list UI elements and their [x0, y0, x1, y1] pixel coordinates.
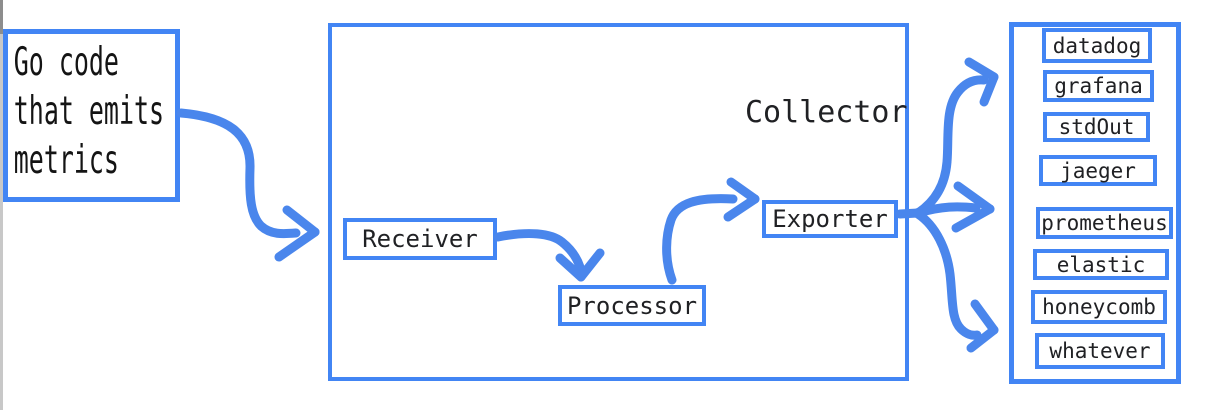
receiver-box: Receiver	[343, 218, 497, 260]
output-label: prometheus	[1041, 211, 1168, 235]
output-box-honeycomb: honeycomb	[1031, 290, 1167, 324]
output-label: grafana	[1054, 74, 1143, 98]
output-box-datadog: datadog	[1042, 28, 1152, 63]
window-edge-line	[0, 0, 3, 410]
processor-label: Processor	[566, 291, 698, 320]
output-label: honeycomb	[1042, 295, 1156, 319]
window-edge-line-dark	[0, 0, 3, 34]
output-label: stdOut	[1058, 115, 1135, 139]
output-box-prometheus: prometheus	[1036, 207, 1173, 239]
output-box-grafana: grafana	[1043, 70, 1154, 102]
source-box-text: Go code that emits metrics	[8, 34, 165, 185]
fanout-junction	[913, 208, 923, 218]
source-box: Go code that emits metrics	[3, 29, 180, 202]
output-box-whatever: whatever	[1035, 333, 1165, 369]
processor-box: Processor	[558, 285, 706, 326]
exporter-box: Exporter	[762, 200, 898, 238]
source-box-line: Go code	[13, 40, 119, 85]
output-label: datadog	[1052, 33, 1142, 58]
source-box-line: that emits	[13, 89, 165, 134]
exporter-label: Exporter	[772, 205, 888, 233]
output-box-jaeger: jaeger	[1039, 155, 1157, 186]
output-box-stdout: stdOut	[1043, 112, 1150, 142]
arrow-source-to-collector	[176, 108, 320, 262]
arrow-exporter-fanout	[895, 57, 999, 353]
source-box-line: metrics	[13, 138, 119, 183]
output-label: whatever	[1049, 339, 1151, 363]
output-label: jaeger	[1060, 158, 1136, 183]
output-box-elastic: elastic	[1033, 249, 1169, 280]
receiver-label: Receiver	[362, 225, 478, 253]
collector-title: Collector	[745, 95, 908, 130]
output-label: elastic	[1056, 252, 1146, 277]
